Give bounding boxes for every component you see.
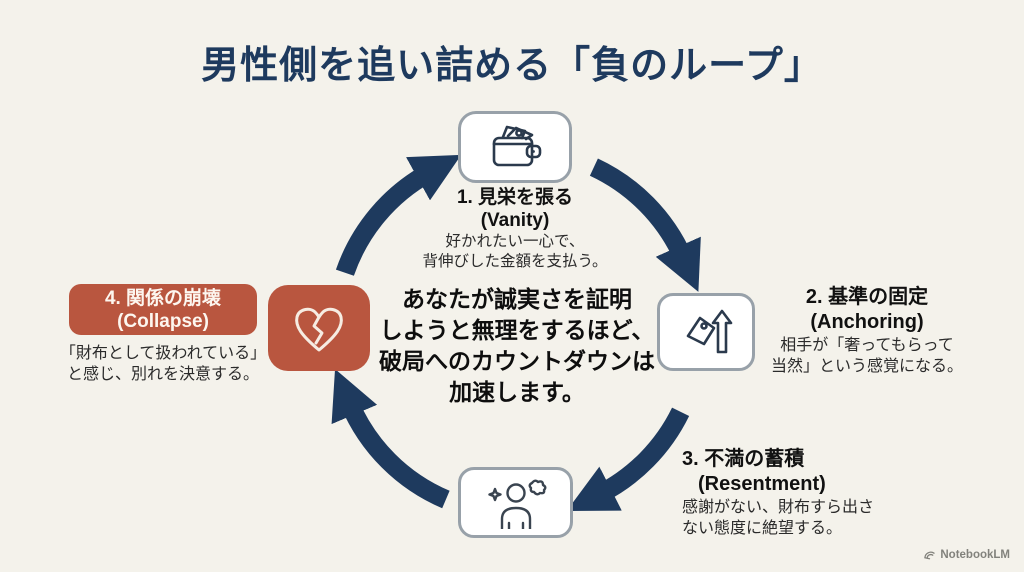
notebooklm-logo-icon (924, 551, 936, 560)
center-message-line2: しようと無理をするほど、 (379, 317, 655, 343)
stage1-subheading: (Vanity) (480, 210, 550, 231)
stage4-label-box: 4. 関係の崩壊 (Collapse) (69, 284, 257, 335)
arrow-left-to-top (335, 154, 462, 276)
center-message-line4: 加速します。 (449, 379, 585, 405)
stage4-desc-line1: 「財布として扱われている」 (59, 345, 267, 362)
stage4-text: 「財布として扱われている」 と感じ、別れを決意する。 (52, 343, 274, 385)
stage1-desc-line2: 背伸びした金額を支払う。 (422, 253, 608, 270)
stage3-desc-line1: 感謝がない、財布すら出さ (682, 499, 875, 516)
price-tag-up-icon (686, 309, 733, 354)
wallet-icon (492, 125, 542, 167)
stage3-subheading: (Resentment) (698, 473, 826, 495)
page-title: 男性側を追い詰める「負のループ」 (201, 45, 823, 87)
stage4-icon-box (268, 285, 370, 371)
stage2-subheading: (Anchoring) (810, 311, 924, 333)
stage4-desc-line2: と感じ、別れを決意する。 (66, 366, 259, 383)
center-message-line3: 破局へのカウントダウンは (379, 348, 655, 374)
arrow-top-to-right (589, 158, 701, 292)
notebooklm-credit: NotebookLM (923, 548, 1010, 561)
stage2-icon-box (657, 293, 755, 371)
notebooklm-credit-label: NotebookLM (940, 548, 1010, 561)
stage4-heading: 4. 関係の崩壊 (104, 287, 222, 309)
broken-heart-icon (295, 307, 343, 352)
arrow-right-to-bottom (566, 407, 690, 512)
center-message-line1: あなたが誠実さを証明 (402, 286, 632, 312)
stage3-heading: 3. 不満の蓄積 (682, 448, 805, 470)
arrow-bottom-to-left (331, 369, 450, 509)
stage1-text: 1. 見栄を張る (Vanity) 好かれたい一心で、 背伸びした金額を支払う。 (395, 186, 635, 272)
stage2-desc-line2: 当然」という感覚になる。 (770, 358, 963, 375)
stage3-text: 3. 不満の蓄積 (Resentment) 感謝がない、財布すら出さ ない態度に… (682, 447, 982, 539)
stage1-desc-line1: 好かれたい一心で、 (445, 233, 585, 250)
stage3-desc-line2: ない態度に絶望する。 (682, 520, 843, 537)
angry-person-icon (487, 479, 546, 529)
stage1-icon-box (458, 111, 572, 183)
stage2-heading: 2. 基準の固定 (805, 286, 929, 308)
stage3-icon-box (458, 467, 573, 538)
stage4-subheading: (Collapse) (117, 310, 209, 332)
stage2-desc-line1: 相手が「奢ってもらって (780, 337, 954, 354)
stage1-heading: 1. 見栄を張る (456, 187, 574, 208)
stage2-text: 2. 基準の固定 (Anchoring) 相手が「奢ってもらって 当然」という感… (756, 285, 978, 377)
center-message: あなたが誠実さを証明 しようと無理をするほど、 破局へのカウントダウンは 加速し… (357, 284, 677, 408)
